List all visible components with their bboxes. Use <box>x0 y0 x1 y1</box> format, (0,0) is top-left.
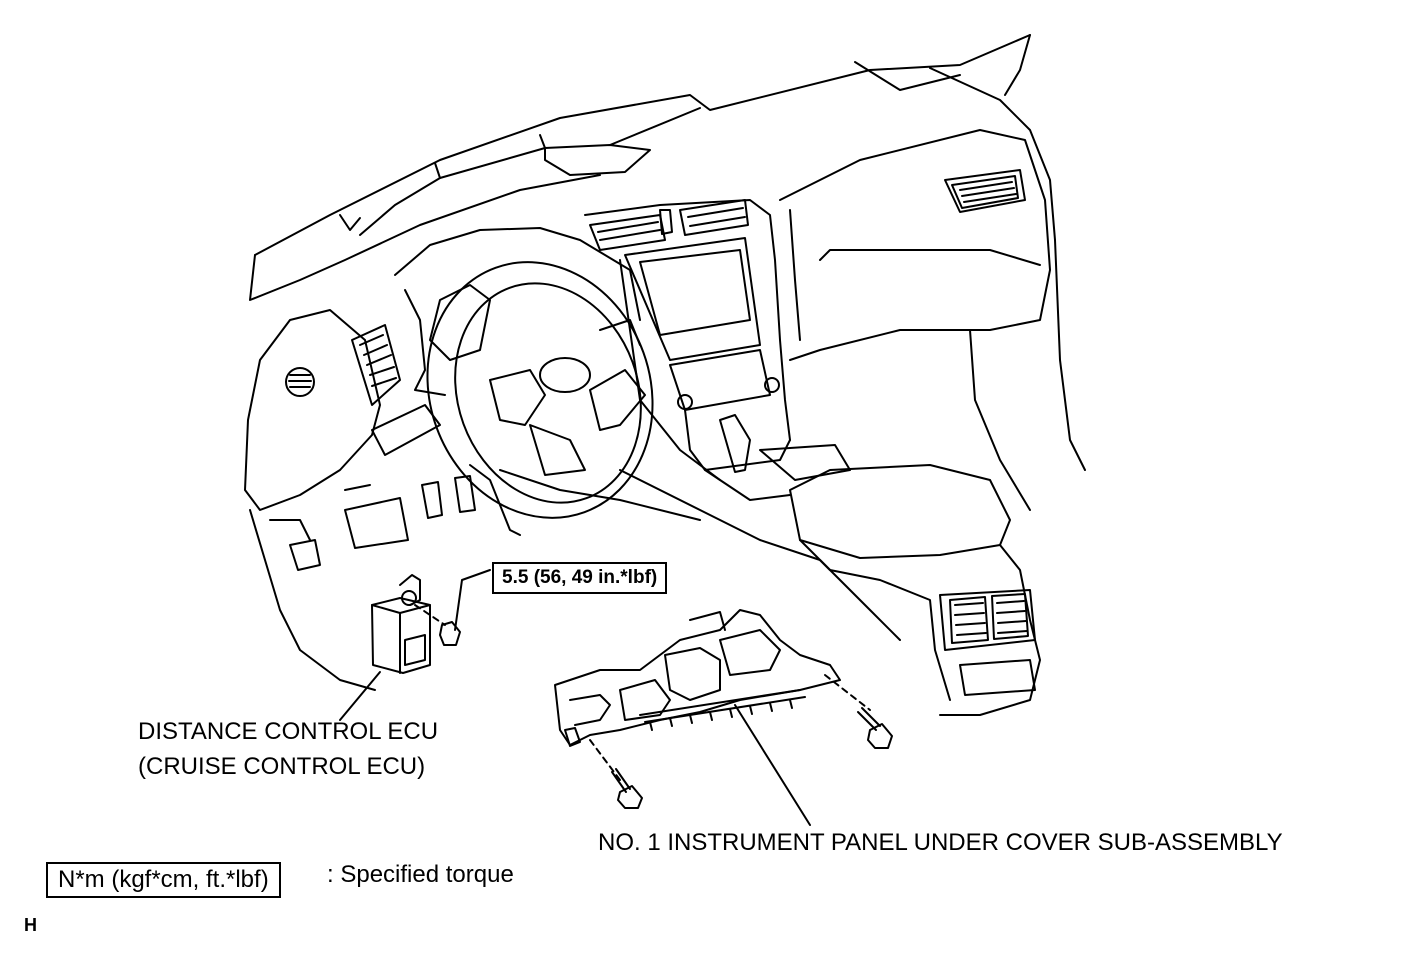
dashboard-right <box>779 129 1086 511</box>
page-code: H <box>24 915 37 935</box>
center-stack <box>584 199 851 501</box>
steering-wheel <box>394 227 654 536</box>
dashboard-top <box>249 34 1056 301</box>
ecu-label-line1: DISTANCE CONTROL ECU <box>138 718 439 745</box>
under-cover-part <box>554 609 871 826</box>
center-console <box>499 464 1041 716</box>
torque-legend-box: N*m (kgf*cm, ft.*lbf) <box>46 862 281 898</box>
distance-control-ecu <box>339 569 491 721</box>
bolt-left <box>611 768 643 809</box>
torque-legend-description: : Specified torque <box>327 861 514 888</box>
dashboard-left <box>244 309 476 691</box>
under-cover-label: NO. 1 INSTRUMENT PANEL UNDER COVER SUB-A… <box>598 829 1283 856</box>
bolt-right <box>857 707 893 749</box>
torque-callout: 5.5 (56, 49 in.*lbf) <box>492 562 668 594</box>
ecu-label-line2: (CRUISE CONTROL ECU) <box>138 753 426 780</box>
